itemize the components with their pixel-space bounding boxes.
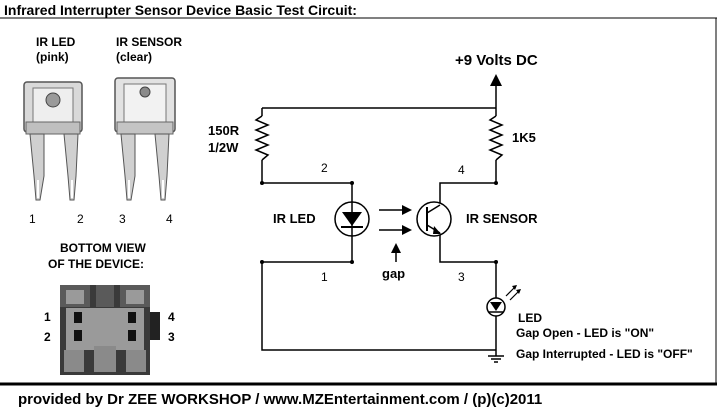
ir-led-symbol-icon bbox=[334, 201, 370, 237]
bottom-pin-2: 2 bbox=[44, 330, 51, 344]
junction-dots bbox=[260, 181, 498, 264]
gap-open-text: Gap Open - LED is "ON" bbox=[516, 326, 655, 340]
node-pin-3: 3 bbox=[458, 270, 465, 284]
resistor2-value: 1K5 bbox=[512, 130, 536, 145]
ir-beam-arrows-icon bbox=[379, 205, 412, 235]
indicator-led-icon bbox=[486, 285, 521, 317]
bottom-pin-1: 1 bbox=[44, 310, 51, 324]
bottom-pin-4: 4 bbox=[168, 310, 175, 324]
node-pin-2: 2 bbox=[321, 161, 328, 175]
bottom-view-title-line2: OF THE DEVICE: bbox=[48, 257, 145, 271]
node-pin-1: 1 bbox=[321, 270, 328, 284]
resistor-150r-icon bbox=[254, 115, 270, 161]
indicator-led-label: LED bbox=[518, 311, 542, 325]
schematic-ir-led-label: IR LED bbox=[273, 211, 316, 226]
schematic-ir-sensor-label: IR SENSOR bbox=[466, 211, 538, 226]
bottom-pin-3: 3 bbox=[168, 330, 175, 344]
page-title: Infrared Interrupter Sensor Device Basic… bbox=[4, 2, 357, 18]
resistor1-value: 150R bbox=[208, 123, 240, 138]
supply-arrow-icon bbox=[490, 74, 502, 86]
ir-led-device-photo bbox=[23, 81, 83, 201]
footer-credit: provided by Dr ZEE WORKSHOP / www.MZEnte… bbox=[18, 391, 543, 408]
gap-interrupted-text: Gap Interrupted - LED is "OFF" bbox=[516, 347, 693, 361]
photo-label-ir-led-color: (pink) bbox=[36, 50, 69, 64]
ground-icon bbox=[488, 355, 504, 363]
photo-pin-4: 4 bbox=[166, 212, 173, 226]
photo-pin-1: 1 bbox=[29, 212, 36, 226]
photo-label-ir-sensor-color: (clear) bbox=[116, 50, 153, 64]
gap-label: gap bbox=[382, 266, 406, 281]
supply-label: +9 Volts DC bbox=[455, 52, 538, 69]
bottom-view-title-line1: BOTTOM VIEW bbox=[60, 241, 146, 255]
photo-pin-3: 3 bbox=[119, 212, 126, 226]
ir-sensor-device-photo bbox=[114, 77, 176, 201]
photo-label-ir-sensor: IR SENSOR bbox=[116, 35, 183, 49]
gap-arrow-icon bbox=[391, 243, 401, 262]
node-pin-4: 4 bbox=[458, 163, 465, 177]
photo-label-ir-led: IR LED bbox=[36, 35, 76, 49]
bottom-view-device bbox=[60, 285, 160, 375]
ir-sensor-symbol-icon bbox=[416, 201, 452, 237]
photo-pin-2: 2 bbox=[77, 212, 84, 226]
resistor1-power: 1/2W bbox=[208, 140, 239, 155]
resistor-1k5-icon bbox=[488, 115, 504, 161]
